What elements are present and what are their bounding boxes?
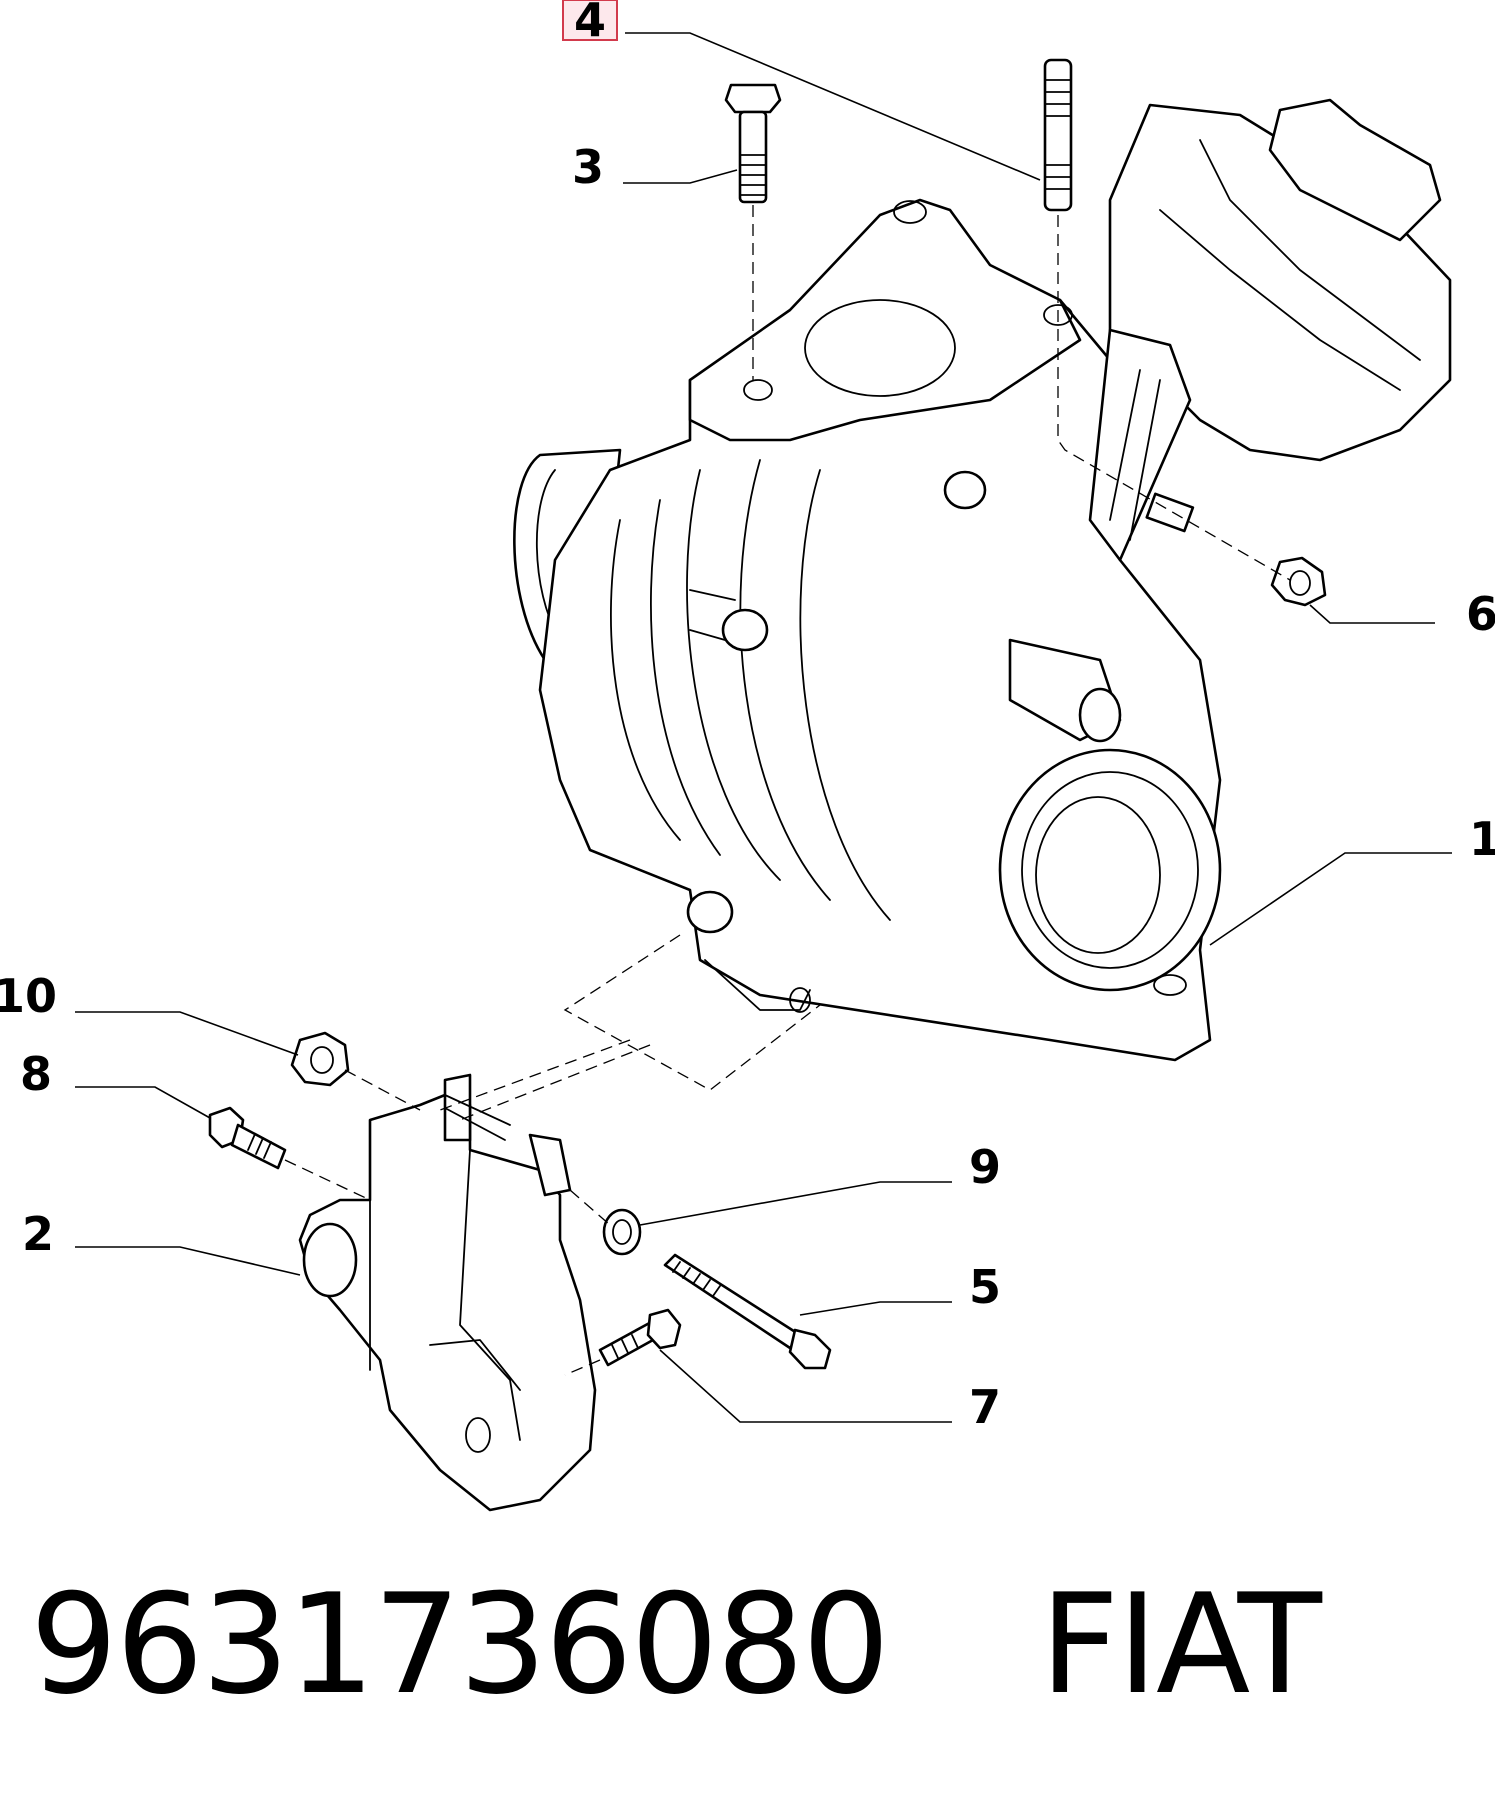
bolt-part-8[interactable] [208, 1106, 287, 1170]
callout-9[interactable]: 9 [969, 1140, 1001, 1194]
nut-part-6[interactable] [1270, 556, 1327, 607]
callout-4[interactable]: 4 [574, 0, 606, 47]
mounting-bracket-part-2[interactable] [298, 1073, 597, 1512]
turbocharger-part-1[interactable] [513, 198, 1222, 1062]
part-number: 9631736080 [30, 1564, 890, 1725]
bolt-part-3[interactable] [724, 83, 782, 204]
nut-part-10[interactable] [290, 1031, 350, 1087]
callout-6[interactable]: 6 [1466, 587, 1495, 641]
callout-1[interactable]: 1 [1469, 812, 1495, 866]
leader-lines [75, 32, 1452, 1423]
wastegate-actuator[interactable] [1088, 98, 1452, 562]
brand-name: FIAT [1039, 1564, 1322, 1725]
callout-7[interactable]: 7 [969, 1380, 1001, 1434]
washer-part-9[interactable] [602, 1208, 642, 1256]
bolt-part-7[interactable] [598, 1308, 682, 1367]
callout-2[interactable]: 2 [22, 1207, 54, 1261]
callout-10[interactable]: 10 [0, 969, 57, 1023]
assembly-dashed-lines [284, 205, 1291, 1376]
footer-caption: 9631736080 FIAT [30, 1564, 1322, 1725]
long-bolt-part-5[interactable] [663, 1253, 832, 1370]
callout-8[interactable]: 8 [20, 1047, 52, 1101]
highlight-box-4 [562, 0, 618, 41]
stud-part-4[interactable] [1043, 58, 1073, 212]
exploded-parts-diagram: 4 3 6 1 10 8 2 9 5 7 [0, 0, 1495, 1512]
callout-3[interactable]: 3 [572, 140, 604, 194]
callout-5[interactable]: 5 [969, 1260, 1001, 1314]
